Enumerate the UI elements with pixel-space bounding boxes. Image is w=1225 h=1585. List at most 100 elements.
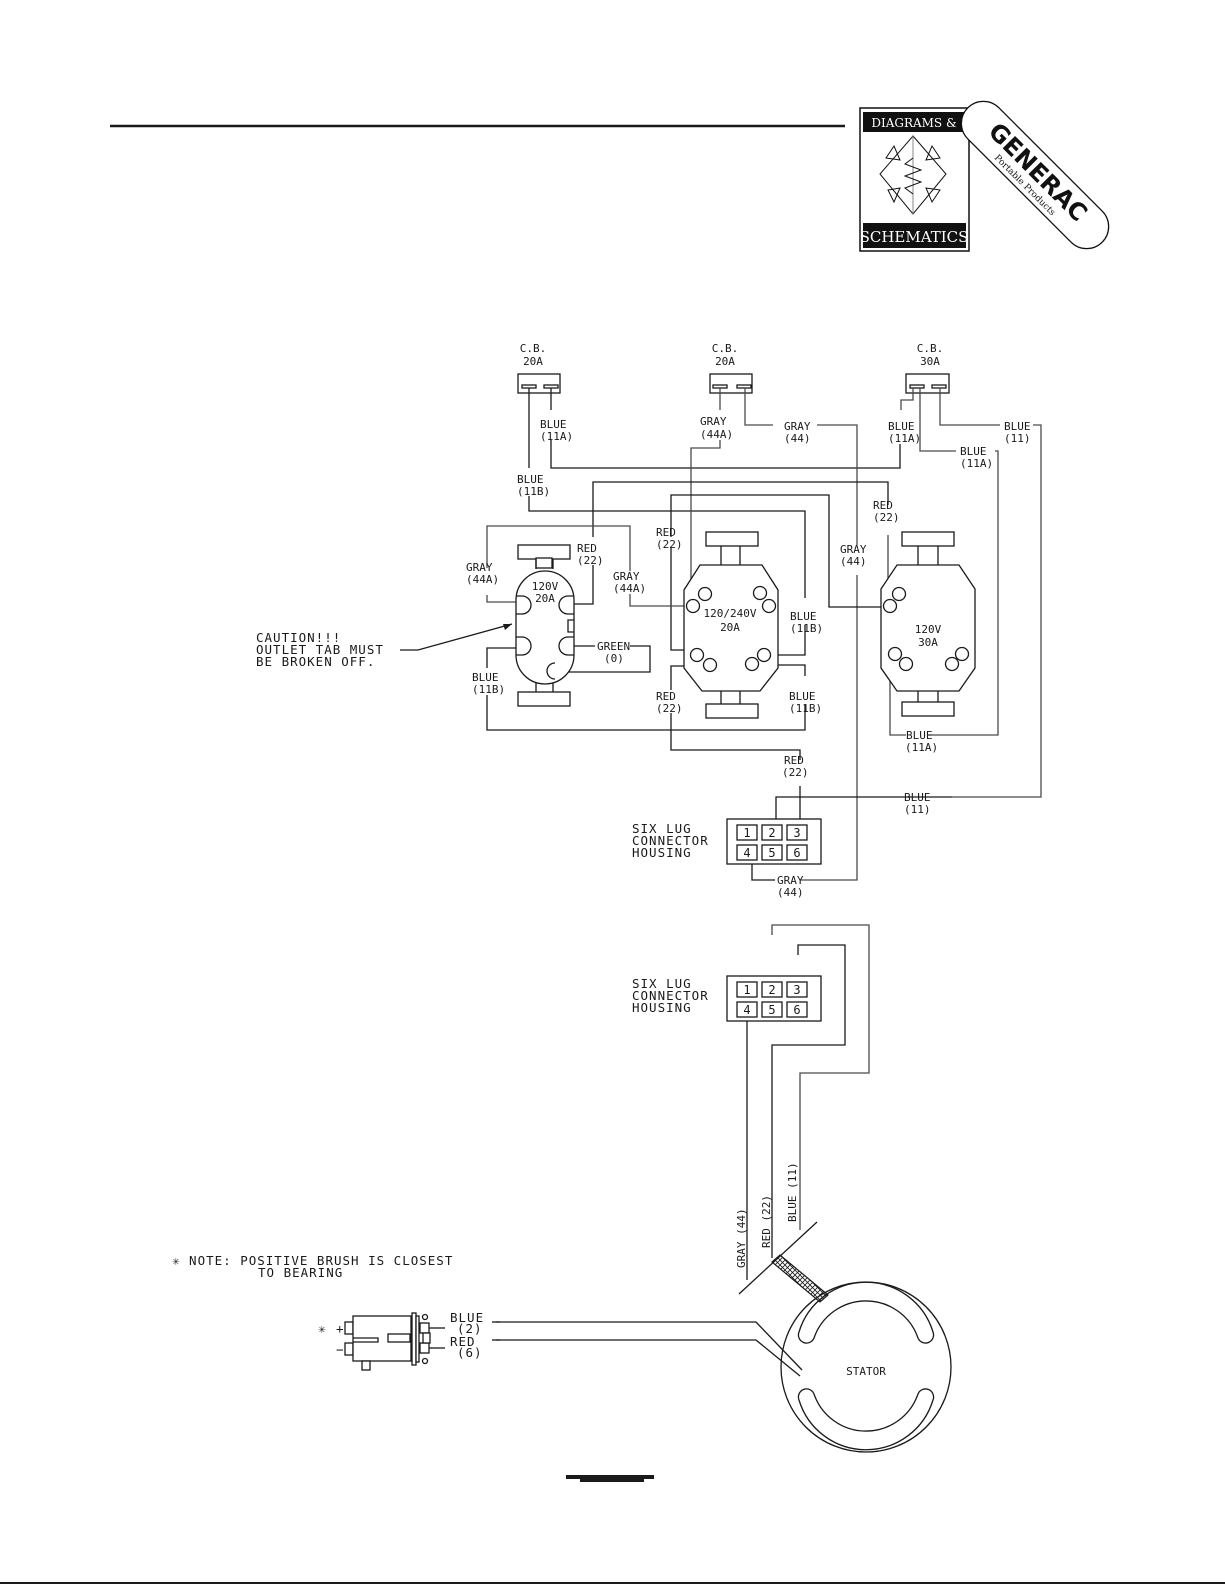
wire-label: BLUE	[540, 418, 567, 431]
wire-label: GRAY	[466, 561, 493, 574]
brush-blue-number: (2)	[457, 1321, 483, 1336]
logo-top-text: DIAGRAMS &	[871, 116, 957, 130]
lead-label-red: RED (22)	[760, 1195, 773, 1248]
wire-label: (11B)	[790, 622, 823, 635]
wire-label: RED	[873, 499, 893, 512]
pin-5: 5	[768, 846, 775, 860]
wire-label: (11A)	[960, 457, 993, 470]
connector-label: HOUSING	[632, 1000, 692, 1015]
wire-label: BLUE	[1004, 420, 1031, 433]
wire-label: GRAY	[784, 420, 811, 433]
wire-label: (11B)	[517, 485, 550, 498]
generac-brand: GENERAC	[983, 117, 1093, 227]
wire-label: GRAY	[700, 415, 727, 428]
duplex-voltage: 120V	[532, 580, 559, 593]
cb2-rating: 20A	[715, 355, 735, 368]
wire-label: BLUE	[904, 791, 931, 804]
cb2-title: C.B.	[712, 342, 739, 355]
caution-line-3: BE BROKEN OFF.	[256, 654, 375, 669]
lead-label-blue: BLUE (11)	[786, 1162, 799, 1222]
pin-4: 4	[743, 846, 750, 860]
pin-6: 6	[793, 846, 800, 860]
wire-labels-upper: BLUE (11A) BLUE (11B) GRAY (44A) GRAY (4…	[466, 415, 1031, 899]
connector-label: CONNECTOR	[632, 988, 709, 1003]
wire-label: (11A)	[888, 432, 921, 445]
wire-label: (22)	[577, 554, 604, 567]
wire-label: (11B)	[789, 702, 822, 715]
cb3-rating: 30A	[920, 355, 940, 368]
brush-red-number: (6)	[457, 1345, 483, 1360]
lead-bundle-sleeve	[771, 1254, 829, 1303]
wire-label: (22)	[656, 702, 683, 715]
brush-blue-label: BLUE	[450, 1310, 484, 1325]
minus-sign: −	[336, 1342, 345, 1357]
brush-note: ✳ NOTE: POSITIVE BRUSH IS CLOSEST TO BEA…	[172, 1253, 453, 1280]
brush-red-label: RED	[450, 1334, 476, 1349]
pin-5: 5	[768, 1003, 775, 1017]
logo-bottom-text: SCHEMATICS	[860, 228, 969, 246]
page-number-bar	[566, 1475, 654, 1482]
wire-label: (11B)	[472, 683, 505, 696]
twist-lock-amps: 20A	[720, 621, 740, 634]
duplex-outlet-120v-20a: 120V 20A	[515, 544, 575, 707]
wire-label: (44A)	[613, 582, 646, 595]
star-icon: ✳	[318, 1321, 327, 1336]
stator: STATOR	[496, 1254, 952, 1453]
wire-label: RED	[577, 542, 597, 555]
connector-label: SIX LUG	[632, 976, 692, 991]
wire-label: BLUE	[906, 729, 933, 742]
wire-label: GREEN	[597, 640, 630, 653]
cb1-title: C.B.	[520, 342, 547, 355]
wire-label: GRAY	[840, 543, 867, 556]
wire-label: RED	[656, 526, 676, 539]
arrow-icon	[503, 624, 512, 630]
wire-label: (0)	[604, 652, 624, 665]
connector-label: SIX LUG	[632, 821, 692, 836]
wire-label: (11)	[1004, 432, 1031, 445]
wires-upper	[486, 388, 1042, 881]
single-outlet-120v-30a: 120V 30A	[880, 531, 976, 717]
wire-label: (44)	[840, 555, 867, 568]
wire-label: BLUE	[790, 610, 817, 623]
wire-label: (22)	[782, 766, 809, 779]
wire-label: GRAY	[777, 874, 804, 887]
duplex-amps: 20A	[535, 592, 555, 605]
wire-label: BLUE	[517, 473, 544, 486]
wire-label: RED	[784, 754, 804, 767]
wire-label: (22)	[873, 511, 900, 524]
circuit-breaker-2: C.B. 20A	[709, 342, 753, 394]
wire-label: (44A)	[466, 573, 499, 586]
bridge-rectifier-icon	[879, 135, 947, 215]
caution-note: CAUTION!!! OUTLET TAB MUST BE BROKEN OFF…	[256, 623, 513, 669]
wire-label: (11A)	[905, 741, 938, 754]
pin-4: 4	[743, 1003, 750, 1017]
caution-line-2: OUTLET TAB MUST	[256, 642, 384, 657]
pin-2: 2	[768, 983, 775, 997]
wire-label: (11A)	[540, 430, 573, 443]
wire-label: (22)	[656, 538, 683, 551]
wire-label: (11)	[904, 803, 931, 816]
wire-label: BLUE	[888, 420, 915, 433]
six-lug-connector-upper: SIX LUG CONNECTOR HOUSING 1 2 3 4 5 6	[632, 818, 822, 865]
single-voltage: 120V	[915, 623, 942, 636]
twist-lock-outlet-120-240v-20a: 120/240V 20A	[683, 531, 779, 719]
pin-6: 6	[793, 1003, 800, 1017]
note-line-2: TO BEARING	[258, 1265, 343, 1280]
caution-line-1: CAUTION!!!	[256, 630, 341, 645]
circuit-breaker-1: C.B. 20A	[517, 342, 561, 394]
brush-assembly: ✳ + − BLUE (2) RED (6)	[318, 1310, 500, 1371]
wire-label: (44)	[777, 886, 804, 899]
generac-logo: GENERAC Portable Products	[960, 100, 1110, 250]
cb1-rating: 20A	[523, 355, 543, 368]
note-line-1: ✳ NOTE: POSITIVE BRUSH IS CLOSEST	[172, 1253, 453, 1268]
wire-label: (44)	[784, 432, 811, 445]
six-lug-connector-lower: SIX LUG CONNECTOR HOUSING 1 2 3 4 5 6	[632, 975, 822, 1022]
single-amps: 30A	[918, 636, 938, 649]
connector-label: CONNECTOR	[632, 833, 709, 848]
pin-1: 1	[743, 826, 750, 840]
lead-label-gray: GRAY (44)	[735, 1208, 748, 1268]
plus-sign: +	[336, 1321, 345, 1336]
wire-label: BLUE	[960, 445, 987, 458]
wire-label: RED	[656, 690, 676, 703]
